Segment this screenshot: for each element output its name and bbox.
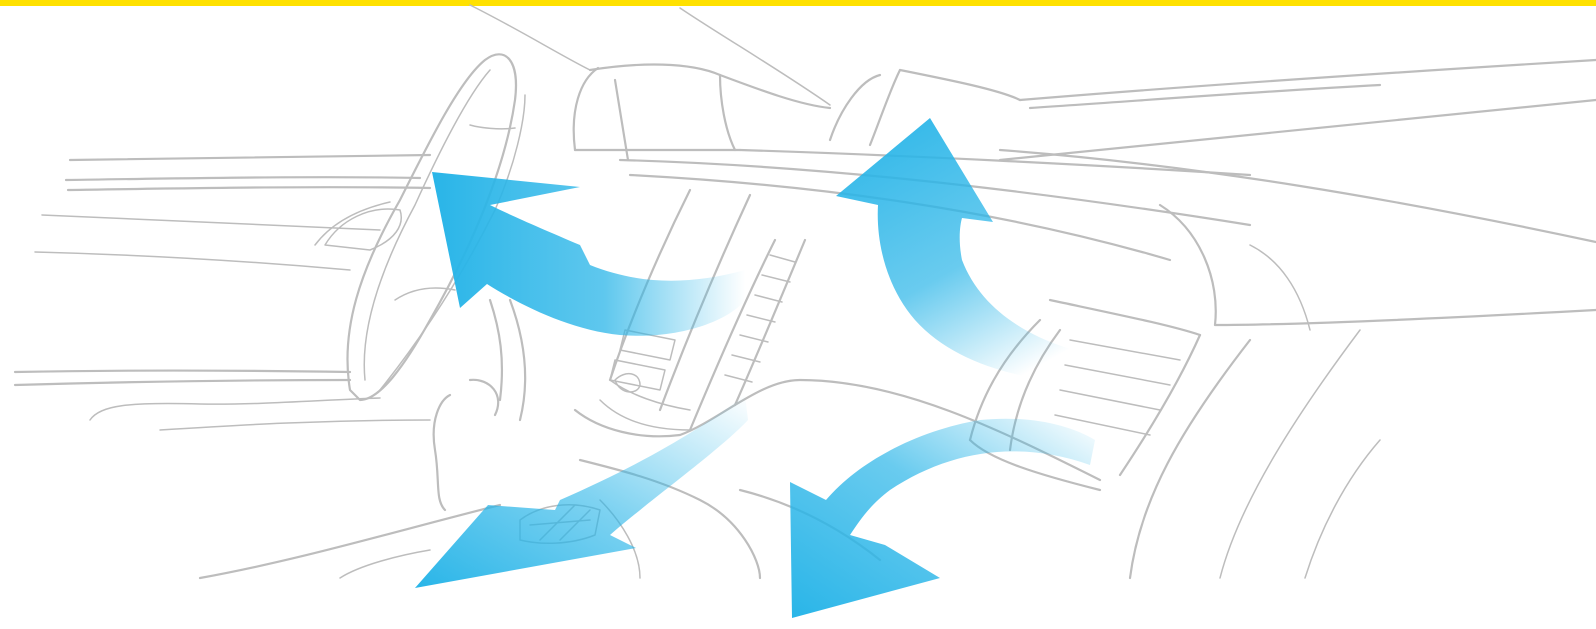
airflow-arrow-windscreen xyxy=(836,118,1120,385)
airflow-arrow-footwell-right xyxy=(790,418,1095,618)
airflow-arrow-footwell-left xyxy=(415,395,748,588)
airflow-arrows xyxy=(415,118,1120,618)
airflow-arrow-driver-face xyxy=(432,172,745,336)
top-accent-bar xyxy=(0,0,1596,6)
